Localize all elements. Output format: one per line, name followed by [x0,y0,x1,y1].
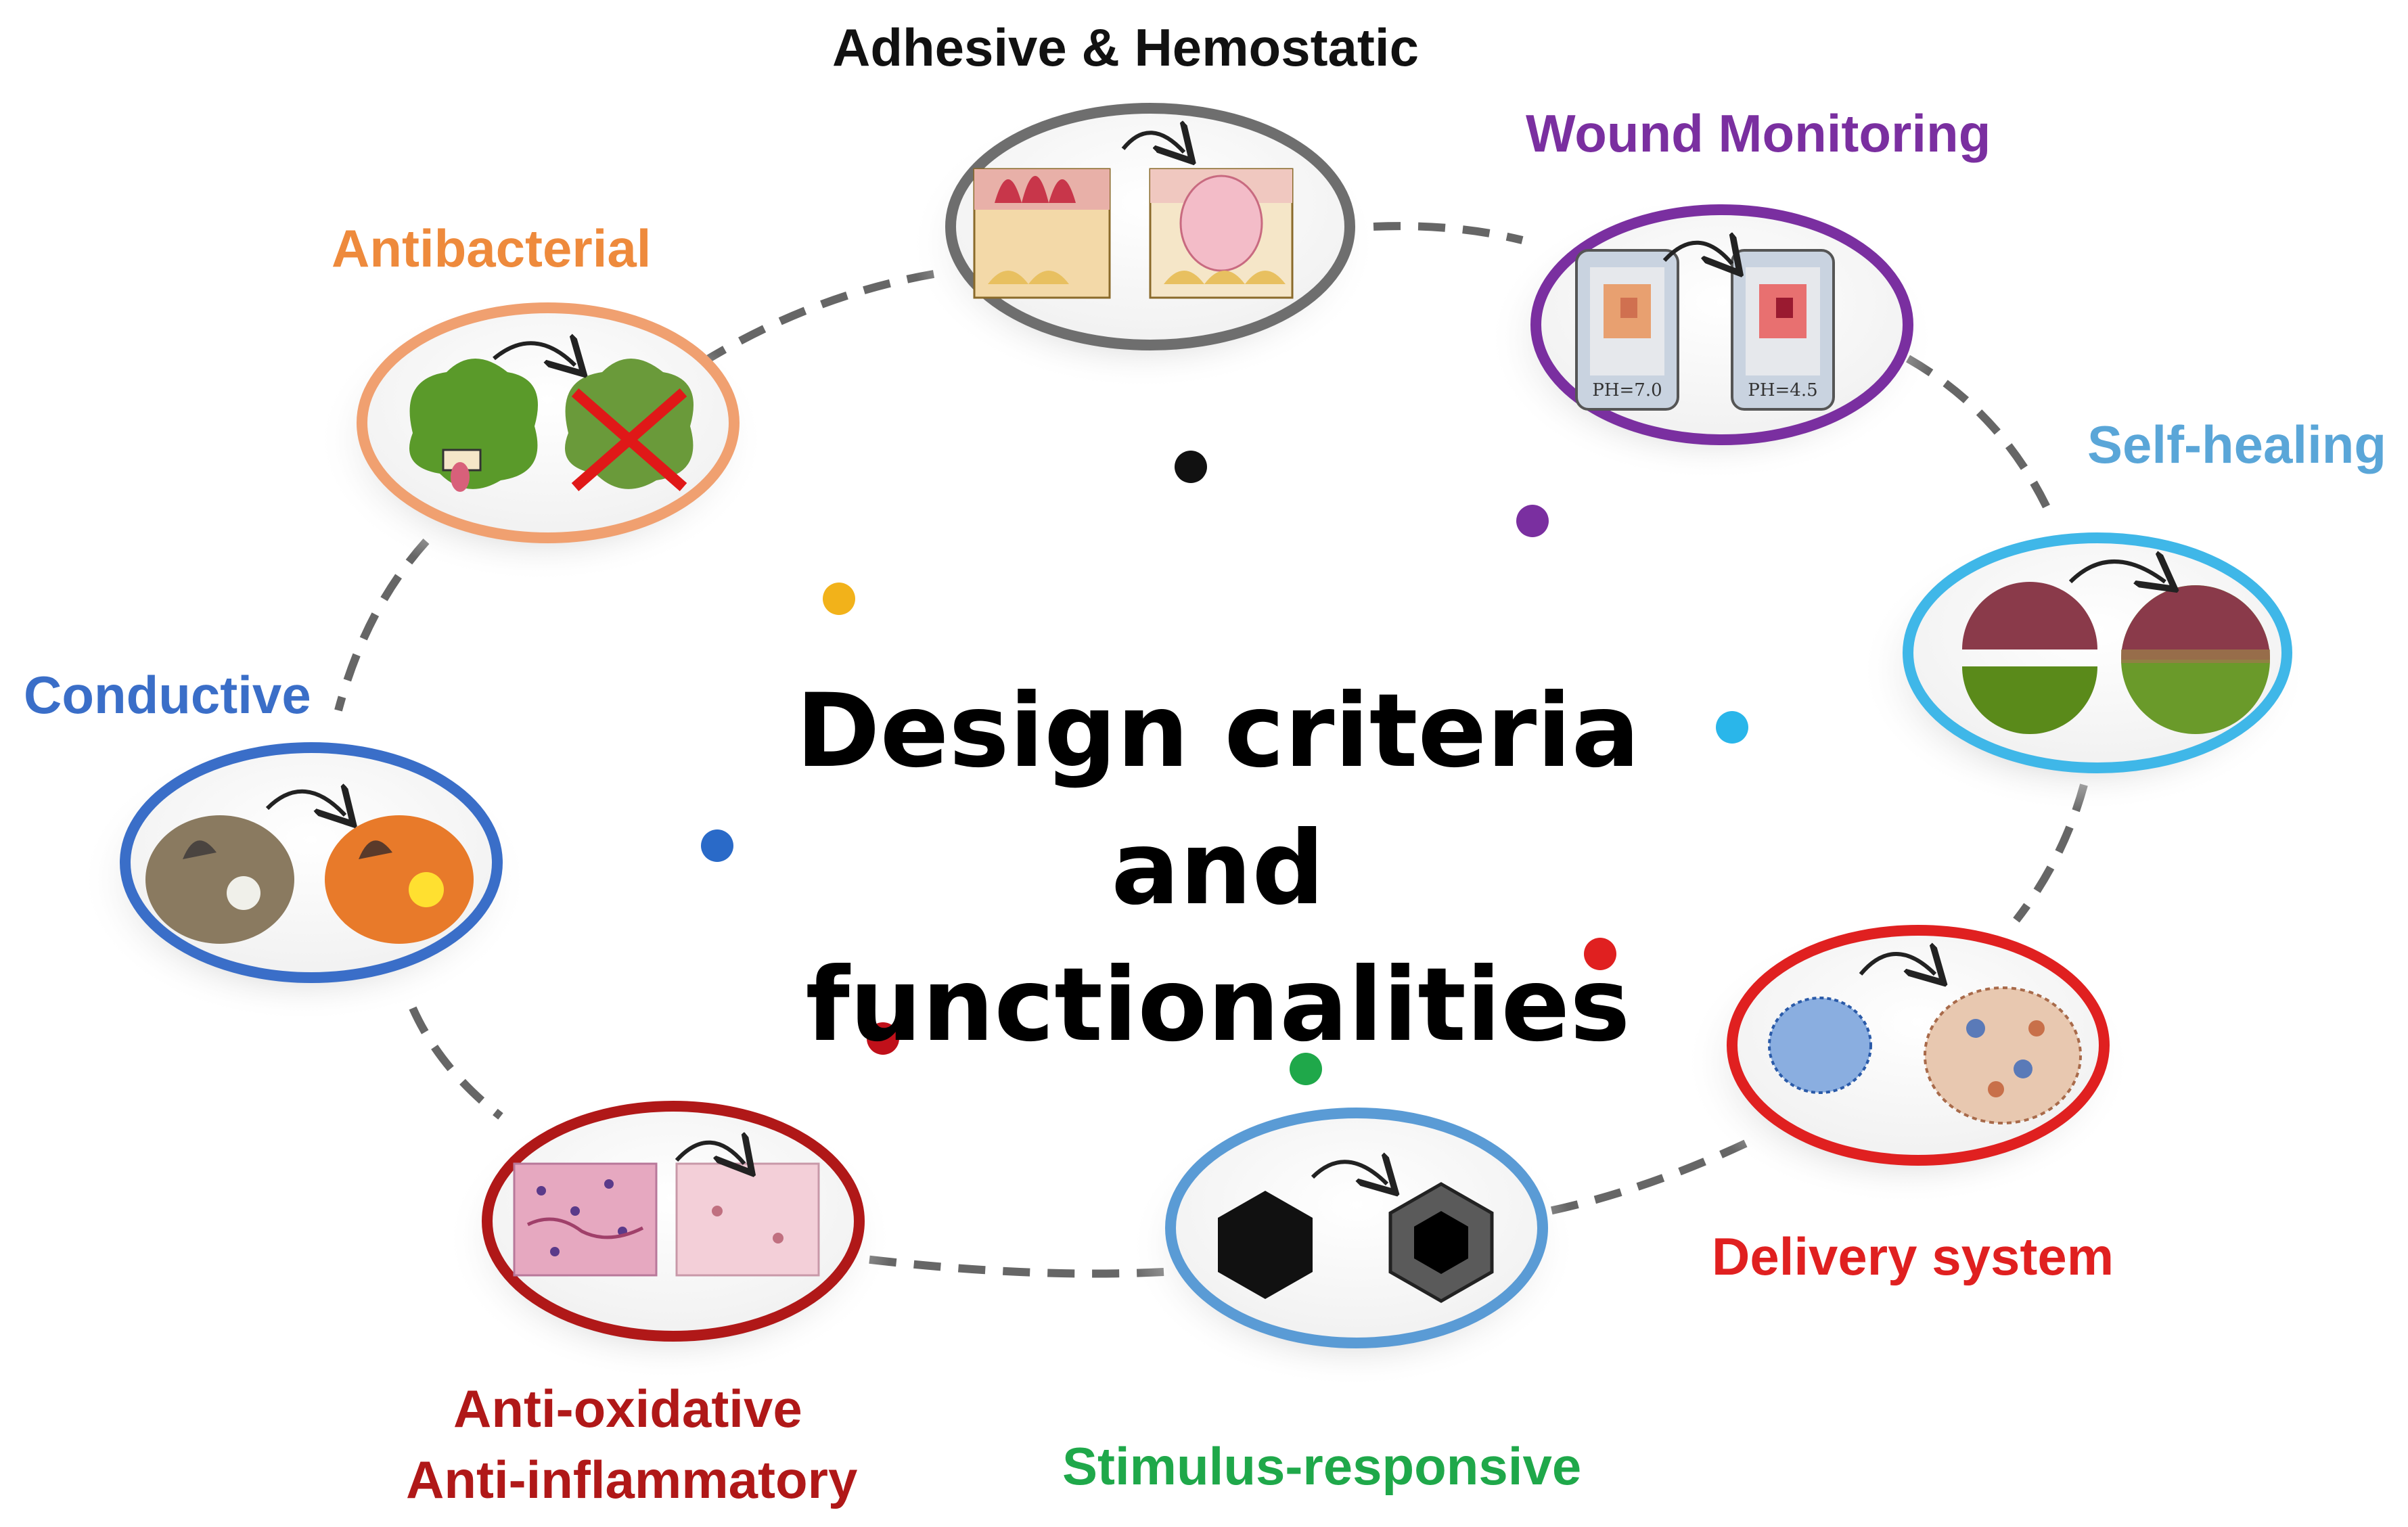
label-anti-inflammatory: Anti-inflammatory [406,1450,858,1509]
label-stimulus-responsive: Stimulus-responsive [1062,1436,1582,1496]
smartphone-ph-icon: PH=7.0 PH=4.5 [1575,243,1835,411]
label-delivery-system: Delivery system [1712,1227,2114,1286]
dot-green [1290,1053,1322,1085]
node-wound-monitoring: PH=7.0 PH=4.5 [1489,196,1935,480]
dot-cyan [1716,711,1748,744]
ph-after-label: PH=4.5 [1748,380,1817,401]
tissue-section-icon [513,1143,820,1277]
ph-before-label: PH=7.0 [1592,380,1662,401]
hexagon-gel-icon [1218,1162,1494,1303]
particle-cluster-icon [1768,954,2082,1124]
dot-black [1175,451,1207,483]
center-title-line2: functionalities [805,947,1631,1064]
decorative-dots [701,451,1748,1085]
node-anti-oxidative [447,1096,893,1380]
label-self-healing: Self-healing [2087,415,2387,474]
label-conductive: Conductive [24,665,311,725]
skin-tissue-icon [973,133,1294,299]
dot-red-right [1584,938,1616,970]
node-stimulus-responsive [1130,1103,1576,1387]
dot-red-left [867,1022,899,1055]
dot-blue [701,829,733,862]
bacteria-icon [409,343,694,492]
label-adhesive-hemostatic: Adhesive & Hemostatic [832,18,1419,77]
node-antibacterial [318,298,765,582]
dot-purple [1516,505,1549,537]
node-conductive [81,737,528,1022]
node-self-healing [1861,528,2307,812]
node-delivery-system [1685,920,2131,1204]
dot-yellow [823,583,855,615]
center-title: Design criteria and functionalities [710,663,1725,1074]
label-wound-monitoring: Wound Monitoring [1526,104,1991,163]
light-bulb-icon [145,792,474,944]
label-antibacterial: Antibacterial [332,219,652,278]
node-adhesive-hemostatic [910,98,1377,389]
hydrogel-disc-icon [1962,562,2270,734]
center-title-line1: Design criteria and [796,673,1640,928]
label-anti-oxidative: Anti-oxidative [453,1379,802,1438]
